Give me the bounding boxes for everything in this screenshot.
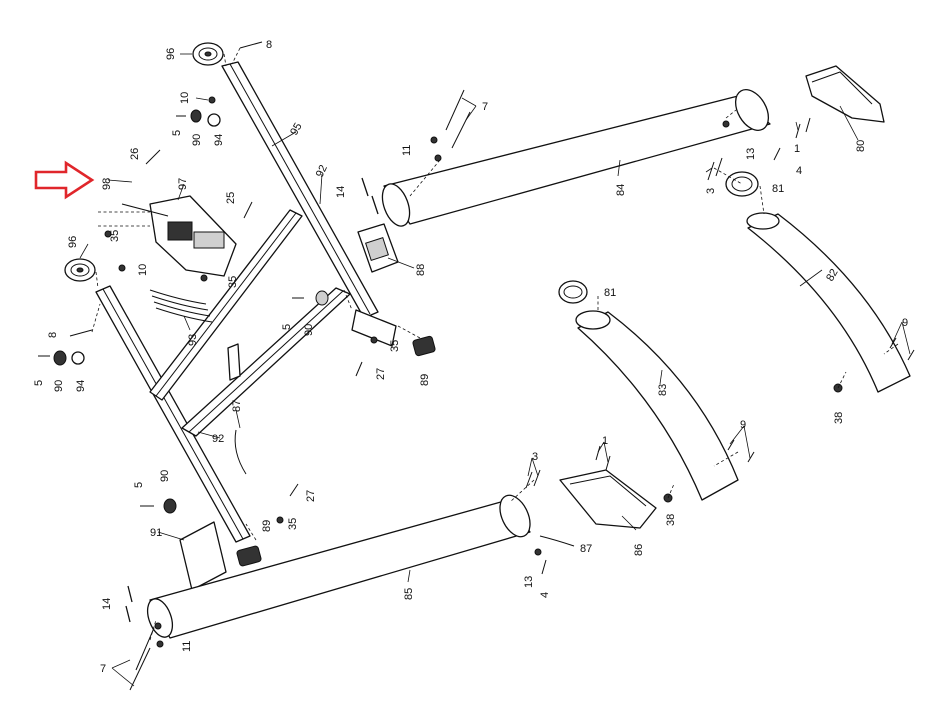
callout-label: 95	[288, 121, 305, 138]
callout-label: 4	[796, 165, 802, 177]
callout-labels: 8 96 10 5 90 94 95 26 98 97 25 35 96 10 …	[33, 39, 908, 675]
callout-label: 35	[389, 340, 401, 352]
callout-label: 96	[165, 48, 177, 60]
leader-lines	[79, 53, 911, 687]
callout-label: 7	[100, 663, 106, 675]
callout-label: 27	[305, 490, 317, 502]
callout-label: 9	[740, 419, 746, 431]
callout-label: 91	[150, 527, 162, 539]
fasteners	[38, 41, 915, 691]
callout-label: 90	[303, 324, 315, 336]
callout-label: 94	[213, 134, 225, 146]
callout-label: 96	[67, 236, 79, 248]
callout-label: 89	[261, 520, 273, 532]
wheel-96-lower	[64, 258, 96, 282]
tube-84	[381, 89, 771, 227]
callout-label: 81	[604, 287, 616, 299]
callout-label: 7	[482, 101, 488, 113]
callout-label: 14	[101, 598, 113, 610]
callout-label: 35	[109, 230, 121, 242]
callout-label: 89	[419, 374, 431, 386]
callout-label: 94	[75, 380, 87, 392]
callout-label: 1	[794, 143, 800, 155]
callout-label: 85	[403, 588, 415, 600]
foot-89-upper	[412, 335, 436, 357]
callout-label: 92	[314, 163, 330, 179]
motor-assembly-97	[121, 195, 237, 277]
callout-label: 90	[191, 134, 203, 146]
callout-label: 87	[231, 400, 243, 412]
red-pointer-arrow	[34, 160, 95, 200]
callout-label: 80	[855, 140, 867, 152]
callout-label: 97	[177, 178, 189, 190]
cover-80	[805, 65, 885, 123]
callout-label: 82	[824, 267, 841, 284]
end-cap-81-lower	[558, 280, 588, 304]
callout-label: 25	[225, 192, 237, 204]
callout-label: 8	[266, 39, 272, 51]
callout-label: 11	[401, 145, 413, 156]
cable-87	[234, 429, 247, 475]
tube-85	[146, 494, 531, 639]
tube-82	[746, 212, 911, 393]
callout-label: 38	[665, 514, 677, 526]
callout-label: 86	[633, 544, 645, 556]
tube-83	[575, 310, 739, 501]
callout-label: 83	[657, 384, 669, 396]
callout-label: 1	[602, 435, 608, 447]
wheel-96-upper	[192, 42, 224, 66]
callout-label: 14	[335, 186, 347, 198]
callout-label: 9	[902, 317, 908, 329]
callout-label: 13	[523, 576, 535, 588]
callout-label: 38	[833, 412, 845, 424]
end-cap-81-upper	[725, 171, 759, 197]
callout-label: 4	[539, 592, 551, 598]
callout-label: 98	[101, 178, 113, 190]
callout-label: 35	[287, 518, 299, 530]
callout-label: 5	[171, 130, 183, 136]
callout-label: 84	[615, 184, 627, 196]
wire-harness-93	[149, 289, 213, 323]
bracket-88	[357, 223, 399, 273]
cover-86	[559, 469, 657, 529]
foot-89-lower	[236, 545, 262, 567]
callout-label: 93	[187, 334, 199, 346]
callout-label: 10	[179, 92, 191, 104]
callout-label: 8	[47, 332, 59, 338]
callout-label: 90	[159, 470, 171, 482]
callout-label: 5	[281, 324, 293, 330]
callout-label: 88	[415, 264, 427, 276]
callout-label: 87	[580, 543, 592, 555]
callout-label: 35	[227, 276, 239, 288]
callout-label: 92	[212, 433, 224, 445]
callout-label: 11	[181, 641, 193, 652]
upright-frame	[95, 61, 397, 591]
callout-label: 13	[745, 148, 757, 160]
callout-label: 5	[133, 482, 145, 488]
callout-label: 3	[532, 451, 538, 463]
assembly-dashes	[91, 47, 899, 641]
callout-label: 26	[129, 148, 141, 160]
callout-label: 5	[33, 380, 45, 386]
callout-label: 10	[137, 264, 149, 276]
callout-label: 81	[772, 183, 784, 195]
callout-label: 90	[53, 380, 65, 392]
callout-label: 27	[375, 368, 387, 380]
callout-label: 3	[705, 188, 717, 194]
